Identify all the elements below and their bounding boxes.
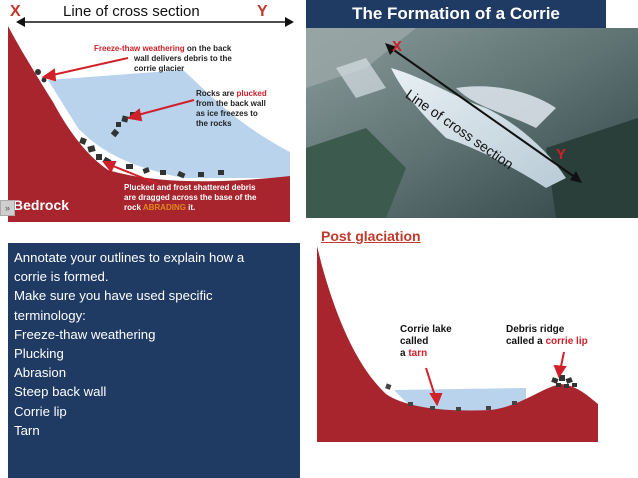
instructions-box: Annotate your outlines to explain how a … <box>8 243 300 478</box>
freeze-thaw-text-1: on the back <box>186 44 232 53</box>
abrasion-text-2: are dragged across the base of the <box>124 193 257 202</box>
photo-x-marker: X <box>392 38 403 55</box>
annotation-arrows <box>41 57 195 185</box>
abrasion-text-3a: rock <box>124 203 143 212</box>
mountain-photo <box>306 28 638 218</box>
arrow-left-head <box>16 17 25 27</box>
corrie-glacier-diagram: X Line of cross section Y Freeze-thaw we… <box>8 0 300 222</box>
bedrock-shape <box>8 26 290 222</box>
instruction-line: Make sure you have used specific <box>14 288 213 304</box>
double-chevron-right-icon[interactable]: » <box>0 200 15 216</box>
post-glaciation-title: Post glaciation <box>321 228 421 244</box>
page-title: The Formation of a Corrie <box>306 0 606 28</box>
instruction-line: Annotate your outlines to explain how a <box>14 250 245 265</box>
term-tarn: Tarn <box>14 422 40 438</box>
tarn-water <box>394 388 526 412</box>
post-annotation-arrows <box>425 351 567 407</box>
abrasion-term: ABRADING <box>142 203 186 212</box>
abrasion-label: Plucked and frost shattered debris are d… <box>124 183 300 213</box>
term-abrasion: Abrasion <box>14 365 67 381</box>
freeze-thaw-text-2: wall delivers debris to the <box>134 54 232 63</box>
corrie-lip-term: corrie lip <box>545 336 588 347</box>
plucking-text-2: from the back wall <box>196 99 266 108</box>
freeze-thaw-term: Freeze-thaw weathering <box>94 44 185 53</box>
glacier-cross-section <box>8 17 294 222</box>
abrasion-text-3c: it. <box>185 203 196 212</box>
post-glaciation-cross-section <box>317 246 598 442</box>
term-steep-back-wall: Steep back wall <box>14 384 107 400</box>
y-marker: Y <box>257 3 268 20</box>
glacier-ice <box>48 70 290 178</box>
ridge-text-1: Debris ridge <box>506 324 565 335</box>
instruction-line: corrie is formed. <box>14 269 109 285</box>
term-freeze-thaw: Freeze-thaw weathering <box>14 326 156 342</box>
plucking-text-3: as ice freezes to <box>196 109 258 118</box>
tarn-text-1: Corrie lake <box>400 324 452 335</box>
term-corrie-lip: Corrie lip <box>14 403 67 419</box>
photo-cross-section-line <box>390 47 577 179</box>
corrie-lip-rocks <box>551 375 577 388</box>
bedrock-label: Bedrock <box>13 197 70 213</box>
tarn-term: tarn <box>408 348 428 359</box>
plucking-term: plucked <box>236 89 267 98</box>
term-plucking: Plucking <box>14 346 64 362</box>
tarn-text-3: a <box>400 348 409 359</box>
cross-section-heading: Line of cross section <box>63 3 200 20</box>
ridge-text-2: called a <box>506 336 546 347</box>
corrie-lip-label: Debris ridge called a corrie lip <box>506 324 636 348</box>
tarn-label: Corrie lake called a tarn <box>400 324 490 360</box>
abrasion-text-1: Plucked and frost shattered debris <box>124 183 256 192</box>
post-bedrock-shape <box>317 246 598 442</box>
plucking-text-4: the rocks <box>196 119 232 128</box>
post-glaciation-diagram: Post glaciation Corrie lake called a tar… <box>316 226 638 478</box>
tarn-floor-rocks <box>385 383 517 411</box>
debris-rocks <box>35 69 224 179</box>
freeze-thaw-text-3: corrie glacier <box>134 64 185 73</box>
x-marker: X <box>10 3 21 20</box>
plucking-text-1a: Rocks are <box>196 89 237 98</box>
plucking-label: Rocks are plucked from the back wall as … <box>196 89 296 129</box>
tarn-text-2: called <box>400 336 429 347</box>
instruction-line: terminology: <box>14 307 86 323</box>
photo-y-marker: Y <box>556 146 567 163</box>
arrow-right-head <box>285 17 294 27</box>
freeze-thaw-label: Freeze-thaw weathering on the back wall … <box>94 44 294 74</box>
corrie-photo: X Y Line of cross section <box>306 28 638 218</box>
